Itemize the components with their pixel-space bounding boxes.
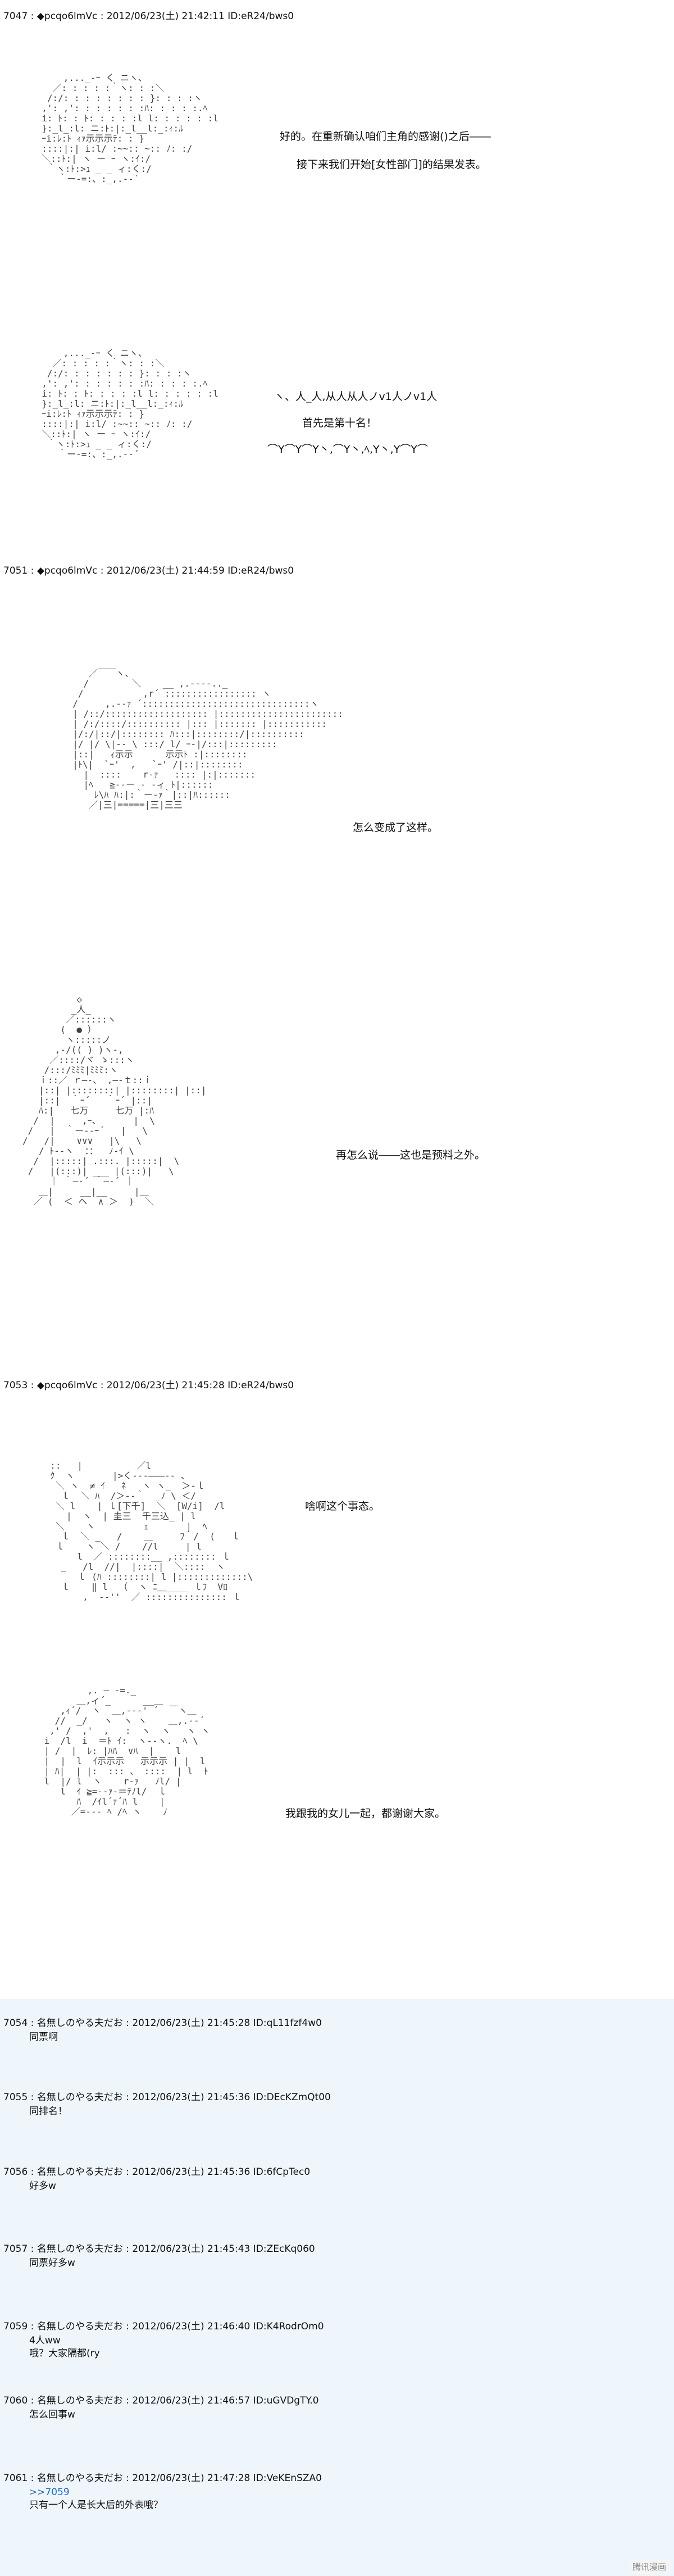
ascii-art-character: ◇ _人_ ／::::::ヽ ( ● ） ヽ:::::ノ ,-/(( ) )ヽ-… <box>22 994 207 1207</box>
reply-anchor-link[interactable]: >>7059 <box>29 2487 70 2498</box>
dialog-line: ⌒Y⌒Y⌒Y丶,⌒Y丶,ﾍ,Y丶,Y⌒Y⌒ <box>267 443 428 456</box>
post-date: 2012/06/23(土) 21:42:11 <box>106 11 225 22</box>
reply-body-line: 好多w <box>29 2180 56 2192</box>
post-id: ID:ZEcKq060 <box>253 2243 315 2255</box>
post-number: 7060 <box>3 2395 28 2406</box>
poster-name: 名無しのやる夫だお <box>37 2166 123 2178</box>
dialog-line: 接下来我们开始[女性部门]的结果发表。 <box>297 158 486 171</box>
post-date: 2012/06/23(土) 21:46:57 <box>132 2395 251 2406</box>
reply-header: 7056 : 名無しのやる夫だお : 2012/06/23(土) 21:45:3… <box>3 2166 311 2178</box>
post-date: 2012/06/23(土) 21:46:40 <box>132 2321 251 2332</box>
reply-header: 7059 : 名無しのやる夫だお : 2012/06/23(土) 21:46:4… <box>3 2321 324 2332</box>
post-id: ID:uGVDgTY.0 <box>253 2395 319 2406</box>
post-header: 7051 : ◆pcqo6lmVc : 2012/06/23(土) 21:44:… <box>3 565 294 576</box>
post-id: ID:VeKEnSZA0 <box>253 2473 322 2484</box>
post-id: ID:eR24/bws0 <box>227 565 294 576</box>
post-date: 2012/06/23(土) 21:45:28 <box>132 2018 251 2029</box>
post-id: ID:K4RodrOm0 <box>253 2321 324 2332</box>
dialog-line: 啥啊这个事态。 <box>305 1500 380 1512</box>
poster-name: 名無しのやる夫だお <box>37 2243 123 2255</box>
poster-name: 名無しのやる夫だお <box>37 2321 123 2332</box>
post-date: 2012/06/23(土) 21:44:59 <box>106 565 225 576</box>
reply-body-line: 只有一个人是长大后的外表哦？ <box>29 2500 163 2511</box>
poster-name: ◆pcqo6lmVc <box>37 565 98 576</box>
post-number: 7056 <box>3 2166 28 2178</box>
ascii-art-character: ,..._-ｰ く ニヽ、 ／: : : : :｀ヽ: : :＼ /:/: : … <box>42 72 218 184</box>
reply-body-line: 哦？大家隔都(ry <box>29 2348 100 2359</box>
post-number: 7047 <box>3 11 28 22</box>
reply-body-line: 同排名！ <box>29 2106 67 2117</box>
post-date: 2012/06/23(土) 21:45:43 <box>132 2243 251 2255</box>
poster-name: ◆pcqo6lmVc <box>37 11 98 22</box>
post-header: 7053 : ◆pcqo6lmVc : 2012/06/23(土) 21:45:… <box>3 1380 294 1391</box>
ascii-art-character: :: | ／l ｸ ヽ |>く-‐‐―――‐- 、 ＼ ヽ ≠ ｲ ﾈ ヽ ヽ_… <box>50 1460 253 1602</box>
reply-body-line: 怎么回事w <box>29 2409 75 2420</box>
dialog-line: 怎么变成了这样。 <box>353 821 439 834</box>
ascii-art-character: ／￣￣ヽ、 / ＼ __ ,.-‐‐-.._ / ,r´ :::::::::::… <box>72 668 343 810</box>
post-id: ID:qL11fzf4w0 <box>253 2018 322 2029</box>
post-date: 2012/06/23(土) 21:45:28 <box>106 1380 225 1391</box>
site-watermark: 腾讯漫画 <box>629 2560 670 2574</box>
post-number: 7053 <box>3 1380 28 1391</box>
post-number: 7061 <box>3 2473 28 2484</box>
post-id: ID:eR24/bws0 <box>227 11 294 22</box>
reply-body-line: 4人ww <box>29 2335 61 2346</box>
dialog-line: 好的。在重新确认咱们主角的感谢()之后―― <box>280 130 491 143</box>
poster-name: 名無しのやる夫だお <box>37 2395 123 2406</box>
poster-name: 名無しのやる夫だお <box>37 2473 123 2484</box>
poster-name: ◆pcqo6lmVc <box>37 1380 98 1391</box>
post-number: 7051 <box>3 565 28 576</box>
reply-header: 7054 : 名無しのやる夫だお : 2012/06/23(土) 21:45:2… <box>3 2018 322 2029</box>
post-id: ID:6fCpTec0 <box>253 2166 311 2178</box>
post-number: 7054 <box>3 2018 28 2029</box>
reply-body-line: 同票好多w <box>29 2257 75 2269</box>
post-id: ID:eR24/bws0 <box>227 1380 294 1391</box>
reply-header: 7060 : 名無しのやる夫だお : 2012/06/23(土) 21:46:5… <box>3 2395 319 2406</box>
post-number: 7057 <box>3 2243 28 2255</box>
ascii-art-character: ,. ― -=._ ＿,ィ´_ __＿ ,ｨ´/ ヽ ＿,-‐‐' ´ ￣ヽ＿ … <box>44 1685 210 1817</box>
reply-section <box>0 1999 674 2576</box>
post-header: 7047 : ◆pcqo6lmVc : 2012/06/23(土) 21:42:… <box>3 11 294 22</box>
reply-header: 7055 : 名無しのやる夫だお : 2012/06/23(土) 21:45:3… <box>3 2092 331 2103</box>
post-date: 2012/06/23(土) 21:45:36 <box>132 2092 251 2103</box>
post-date: 2012/06/23(土) 21:45:36 <box>132 2166 251 2178</box>
poster-name: 名無しのやる夫だお <box>37 2092 123 2103</box>
dialog-line: 再怎么说――这也是预料之外。 <box>336 1149 486 1161</box>
poster-name: 名無しのやる夫だお <box>37 2018 123 2029</box>
reply-header: 7057 : 名無しのやる夫だお : 2012/06/23(土) 21:45:4… <box>3 2243 315 2255</box>
post-id: ID:DEcKZmQt00 <box>253 2092 331 2103</box>
post-date: 2012/06/23(土) 21:47:28 <box>132 2473 251 2484</box>
post-number: 7059 <box>3 2321 28 2332</box>
reply-body-line: 同票啊 <box>29 2032 58 2043</box>
dialog-line: 首先是第十名！ <box>302 417 377 429</box>
dialog-line: 我跟我的女儿一起，都谢谢大家。 <box>285 1807 446 1820</box>
reply-header: 7061 : 名無しのやる夫だお : 2012/06/23(土) 21:47:2… <box>3 2473 322 2484</box>
post-number: 7055 <box>3 2092 28 2103</box>
ascii-art-character: ,..._-ｰ く ニヽ、 ／: : : : :｀ヽ: : :＼ /:/: : … <box>42 348 218 460</box>
dialog-line: ヽ、人_人,从人从人ノv1人ノv1人 <box>274 390 438 403</box>
